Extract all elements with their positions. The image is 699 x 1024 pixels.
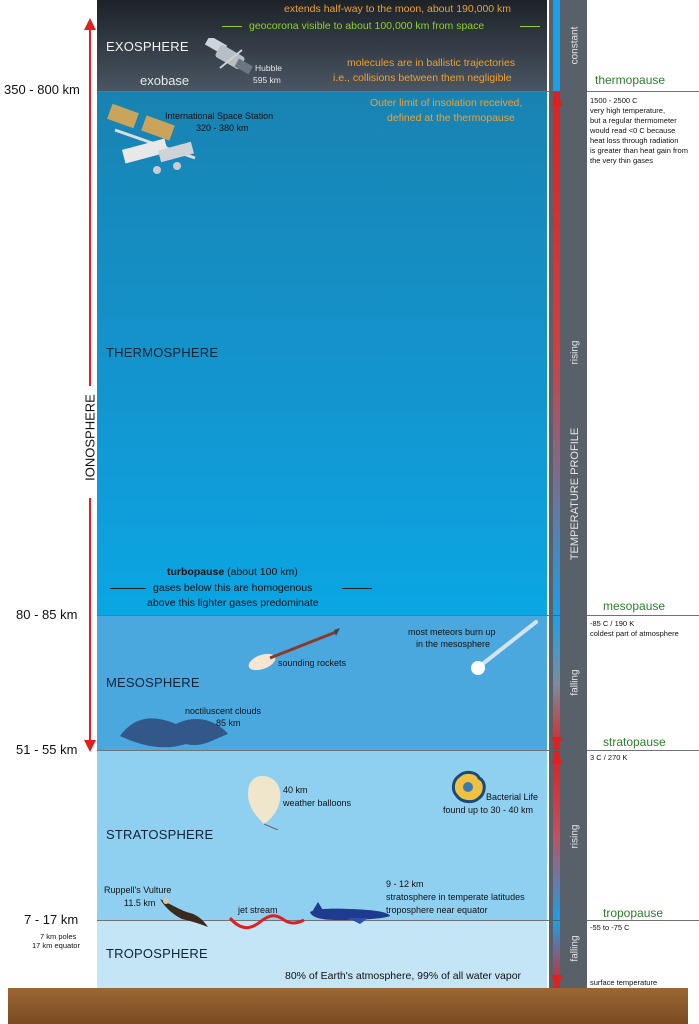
jet-stream-label: jet stream [238, 905, 278, 915]
temp-rising-thermosphere: rising [569, 340, 581, 365]
tropopause-line [97, 920, 699, 921]
turbopause-line-3: above this lighter gases predominate [147, 597, 319, 609]
altitude-mesopause: 80 - 85 km [16, 607, 78, 622]
altitude-stratopause: 51 - 55 km [16, 742, 78, 757]
thermo-note-3: but a regular thermometer [590, 116, 677, 125]
thermo-note-7: the very thin gases [590, 156, 653, 165]
vulture-line-1: Ruppell's Vulture [104, 885, 172, 895]
balloon-icon [248, 776, 281, 830]
bacteria-line-1: Bacterial Life [486, 792, 539, 802]
hubble-name: Hubble [255, 63, 282, 73]
rocket-icon [248, 628, 340, 671]
surface-note: surface temperature [590, 978, 658, 987]
meteor-icon [471, 620, 538, 675]
stratopause-line [97, 750, 699, 751]
meteors-line-2: in the mesosphere [416, 639, 491, 649]
turbopause-dash-right [342, 588, 372, 589]
exobase-label: exobase [140, 73, 190, 88]
jet-line-2: stratosphere in temperate latitudes [386, 892, 525, 902]
insolation-note-2: defined at the thermopause [387, 112, 515, 124]
thermo-note-6: is greater than heat gain from [590, 146, 688, 155]
clouds-line-1: noctiluscent clouds [185, 706, 262, 716]
tropo-note: -55 to -75 C [590, 923, 630, 932]
temp-falling-mesosphere: falling [569, 669, 581, 696]
temperature-bar-exosphere [553, 0, 560, 91]
thermo-note-1: 1500 - 2500 C [590, 96, 638, 105]
meso-note-2: coldest part of atmosphere [590, 629, 679, 638]
temperature-bar-troposphere [553, 921, 560, 988]
stratosphere-label: STRATOSPHERE [106, 827, 214, 842]
altitude-thermopause: 350 - 800 km [4, 82, 80, 97]
hubble-altitude: 595 km [253, 75, 281, 85]
balloons-line-1: 40 km [283, 785, 308, 795]
exosphere-layer [97, 0, 547, 91]
iss-icon [107, 103, 196, 174]
hubble-icon [204, 38, 253, 75]
iss-altitude: 320 - 380 km [196, 123, 249, 133]
meteors-line-1: most meteors burn up [408, 627, 496, 637]
thermosphere-label: THERMOSPHERE [106, 345, 219, 360]
altitude-poles: 7 km poles [40, 932, 77, 941]
geocorona-note: geocorona visible to about 100,000 km fr… [249, 20, 485, 32]
airplane-icon [310, 902, 390, 924]
jet-line-3: troposphere near equator [386, 905, 488, 915]
turbopause-line-2: gases below this are homogenous [153, 582, 313, 594]
troposphere-label: TROPOSPHERE [106, 946, 208, 961]
temperature-bar-mesosphere [553, 616, 560, 750]
vulture-line-2: 11.5 km [124, 898, 156, 908]
turbopause-dash-left [110, 588, 146, 589]
geocorona-line-right [520, 26, 540, 27]
temp-rising-stratosphere: rising [569, 824, 581, 849]
thermo-note-4: would read <0 C because [590, 126, 676, 135]
balloons-line-2: weather balloons [283, 798, 352, 808]
temp-constant: constant [569, 26, 581, 65]
temp-falling-troposphere: falling [569, 935, 581, 962]
meso-note-1: -85 C / 190 K [590, 619, 635, 628]
mesopause-line [97, 615, 699, 616]
thermo-note-5: heat loss through radiation [590, 136, 679, 145]
temp-profile-label: TEMPERATURE PROFILE [569, 427, 581, 561]
mesopause-label: mesopause [603, 599, 666, 613]
exosphere-label: EXOSPHERE [106, 39, 189, 54]
stratopause-label: stratopause [603, 735, 666, 749]
temperature-bar-thermosphere [553, 92, 560, 615]
ionosphere-arrow [84, 18, 96, 752]
jet-stream-icon [228, 914, 305, 929]
jet-line-1: 9 - 12 km [386, 879, 424, 889]
thermopause-label: thermopause [595, 73, 666, 87]
rockets-label: sounding rockets [278, 658, 347, 668]
vulture-icon [160, 898, 208, 927]
bacteria-line-2: found up to 30 - 40 km [443, 805, 534, 815]
altitude-tropopause: 7 - 17 km [24, 912, 79, 927]
troposphere-layer [97, 920, 547, 988]
clouds-line-2: 85 km [216, 718, 241, 728]
thermosphere-layer [97, 91, 547, 615]
geocorona-line-left [222, 26, 242, 27]
exosphere-moon-note: extends half-way to the moon, about 190,… [284, 3, 512, 15]
thermo-note-2: very high temperature, [590, 106, 666, 115]
turbopause-line-1: turbopause (about 100 km) [167, 566, 298, 578]
troposphere-note: 80% of Earth's atmosphere, 99% of all wa… [285, 970, 522, 982]
tropopause-label: tropopause [603, 906, 664, 920]
altitude-equator: 17 km equator [32, 941, 80, 950]
mesosphere-label: MESOSPHERE [106, 675, 200, 690]
ionosphere-label: IONOSPHERE [82, 394, 98, 481]
thermopause-line [97, 91, 699, 92]
iss-name: International Space Station [165, 111, 274, 121]
ballistic-note-1: molecules are in ballistic trajectories [347, 57, 516, 69]
insolation-note-1: Outer limit of insolation received, [370, 97, 523, 109]
bacteria-icon [451, 770, 486, 804]
turbopause-rest: (about 100 km) [224, 566, 298, 578]
cloud-icon [120, 718, 228, 748]
ballistic-note-2: i.e., collisions between them negligible [333, 72, 512, 84]
temperature-arrows [551, 94, 563, 987]
ground [8, 988, 688, 1024]
temperature-bar-stratosphere [553, 751, 560, 920]
strato-note: 3 C / 270 K [590, 753, 628, 762]
turbopause-bold: turbopause [167, 566, 225, 578]
